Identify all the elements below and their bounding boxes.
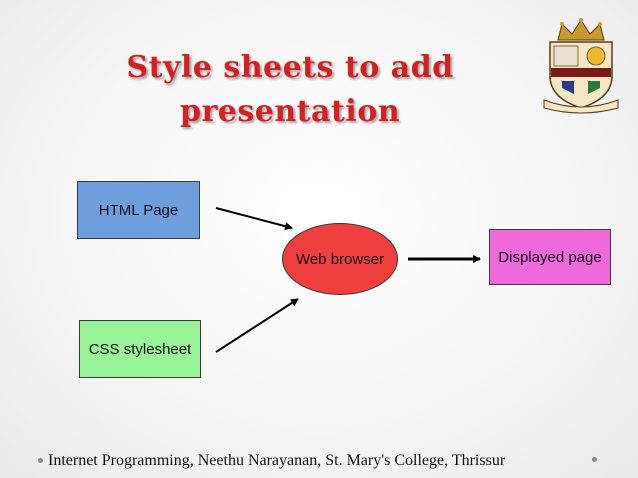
web-browser-label: Web browser [295, 250, 385, 268]
college-crest-icon [543, 18, 619, 114]
displayed-page-box: Displayed page [489, 229, 611, 285]
arrow-css-to-browser [215, 298, 299, 353]
css-stylesheet-box: CSS stylesheet [79, 320, 201, 378]
page-dot-icon [592, 457, 597, 462]
css-stylesheet-label: CSS stylesheet [88, 340, 192, 358]
title-line-1: Style sheets to add [126, 50, 454, 85]
web-browser-node: Web browser [282, 223, 398, 295]
displayed-page-label: Displayed page [498, 248, 602, 266]
footer-bullet-icon [38, 458, 43, 463]
arrow-html-to-browser [215, 207, 293, 231]
slide-title: Style sheets to add presentation [110, 46, 470, 134]
html-page-label: HTML Page [98, 201, 179, 219]
title-line-2: presentation [179, 94, 401, 129]
slide-footer: Internet Programming, Neethu Narayanan, … [48, 452, 506, 469]
html-page-box: HTML Page [77, 181, 200, 239]
